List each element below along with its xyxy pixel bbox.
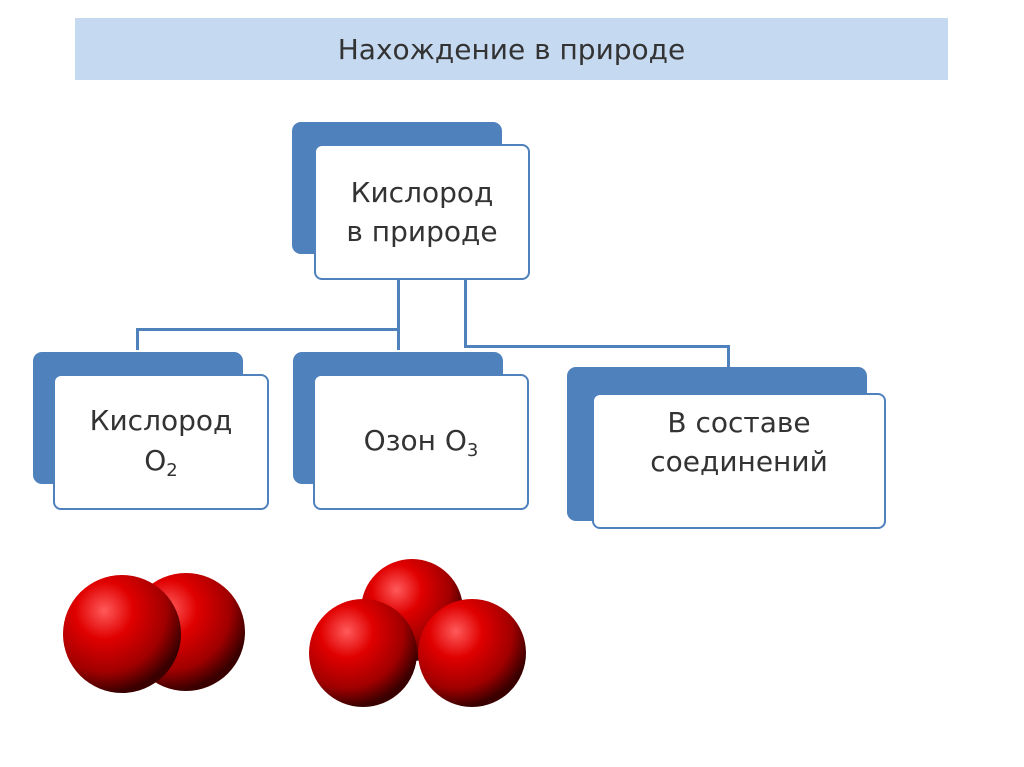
child-node-ozone-box: Озон O3 [313,374,529,510]
child-oxygen-formula: O2 [144,443,178,481]
child-node-compounds-box: В составе соединений [592,393,886,529]
connector-root-down [397,278,400,350]
oxygen-molecule-image [63,573,245,693]
child-compounds-line1: В составе [667,406,811,439]
connector-horizontal-left [136,328,400,331]
child-node-ozone: Озон O3 [293,352,529,510]
connector-root-right [464,270,467,348]
child-node-compounds: В составе соединений [567,367,886,529]
connector-horizontal-right [464,345,730,348]
child-node-oxygen: Кислород O2 [33,352,269,510]
ozone-atom-right [418,599,526,707]
root-node-box: Кислород в природе [314,144,530,280]
root-node: Кислород в природе [292,122,530,280]
slide-title-bar: Нахождение в природе [75,18,948,80]
child-ozone-label: Озон O3 [363,423,479,461]
slide-title: Нахождение в природе [337,32,686,66]
ozone-atom-left [309,599,417,707]
root-label-line1: Кислород [350,175,494,209]
child-oxygen-line1: Кислород [89,404,233,438]
oxygen-atom-left [63,575,181,693]
child-node-oxygen-box: Кислород O2 [53,374,269,510]
connector-to-child-1 [136,328,139,350]
child-compounds-line2: соединений [650,445,828,479]
connector-to-child-3 [727,345,730,367]
ozone-molecule-image [309,559,526,707]
root-label-line2: в природе [346,215,498,248]
